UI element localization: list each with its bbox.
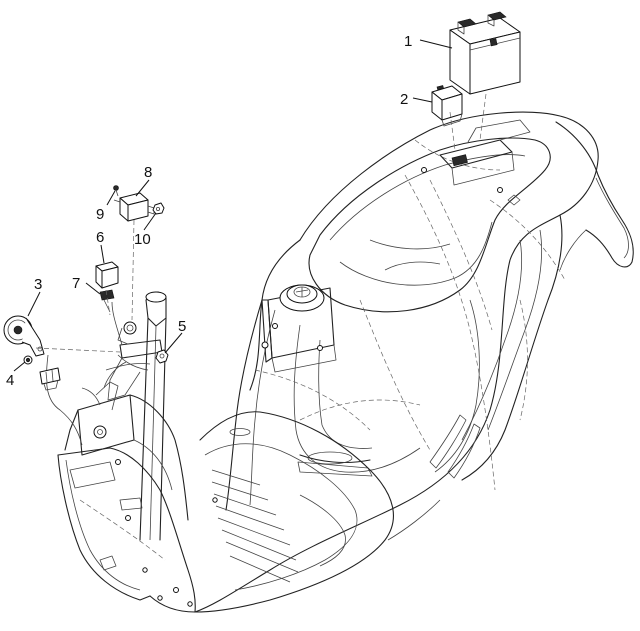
callout-9: 9 xyxy=(96,206,104,223)
callout-labels: 1 2 3 4 5 6 7 8 9 10 xyxy=(6,33,412,389)
callout-2: 2 xyxy=(400,91,408,108)
front-frame-and-leg-shield xyxy=(39,291,196,613)
relay-part-6 xyxy=(95,261,119,289)
nut-part-5 xyxy=(155,349,169,364)
callout-6: 6 xyxy=(96,229,104,246)
callout-10: 10 xyxy=(134,231,151,248)
relay-part-2 xyxy=(431,85,463,127)
callout-5: 5 xyxy=(178,318,186,335)
relay-part-8 xyxy=(113,192,155,222)
callout-1: 1 xyxy=(404,33,412,50)
callout-4: 4 xyxy=(6,372,14,389)
assembly-guide-lines xyxy=(35,93,487,353)
battery-part-1 xyxy=(449,11,521,95)
holder-part-7 xyxy=(99,289,115,313)
callout-leader-lines xyxy=(13,39,453,372)
callout-3: 3 xyxy=(34,276,42,293)
scooter-body-frame xyxy=(149,111,634,613)
horn-part-3 xyxy=(3,315,45,357)
nut-part-4 xyxy=(23,355,33,365)
callout-8: 8 xyxy=(144,164,152,181)
screw-part-9 xyxy=(113,185,119,197)
nut-part-10 xyxy=(152,202,165,215)
callout-7: 7 xyxy=(72,275,80,292)
